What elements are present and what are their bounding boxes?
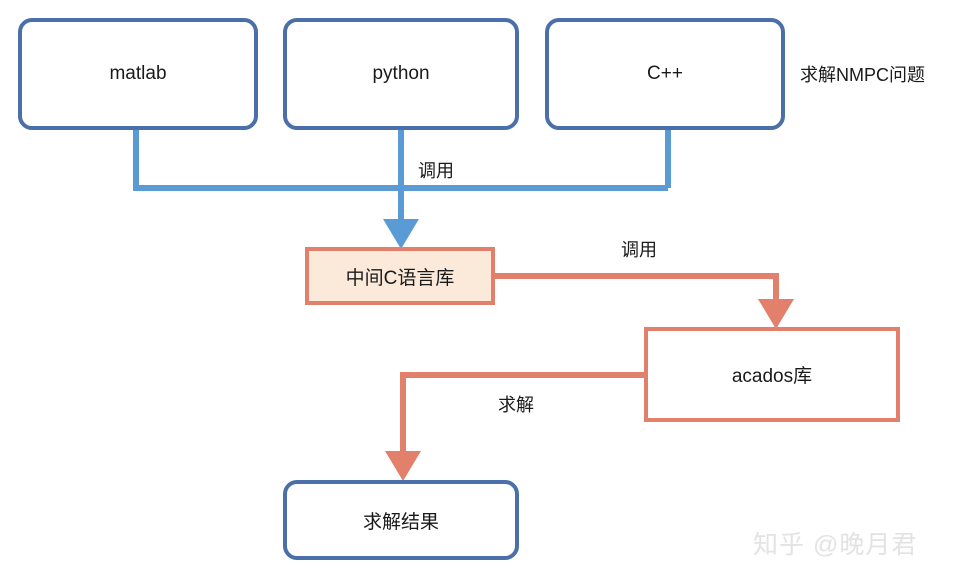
node-python-label: python xyxy=(372,63,430,84)
node-matlab-label: matlab xyxy=(109,63,167,84)
arrowhead-to-clib xyxy=(383,219,419,249)
node-cpp-label: C++ xyxy=(647,63,683,84)
edge-languages-to-clib xyxy=(133,130,671,233)
node-matlab[interactable]: matlab xyxy=(18,18,258,130)
edge-label-call-languages: 调用 xyxy=(418,161,454,181)
node-intermediate-c-library[interactable]: 中间C语言库 xyxy=(305,247,495,305)
arrowhead-to-acados xyxy=(758,299,794,329)
node-python[interactable]: python xyxy=(283,18,519,130)
node-acados-library-label: acados库 xyxy=(731,366,813,387)
node-solve-result-label: 求解结果 xyxy=(362,511,439,533)
arrowhead-to-result xyxy=(385,451,421,481)
node-cpp[interactable]: C++ xyxy=(545,18,785,130)
node-intermediate-c-library-label: 中间C语言库 xyxy=(345,267,455,289)
side-note-nmpc: 求解NMPC问题 xyxy=(800,65,925,85)
watermark: 知乎 @晚月君 xyxy=(753,531,918,559)
node-acados-library[interactable]: acados库 xyxy=(644,327,900,422)
node-solve-result[interactable]: 求解结果 xyxy=(283,480,519,560)
edge-label-solve: 求解 xyxy=(498,395,534,415)
edge-clib-to-acados xyxy=(495,273,779,312)
edge-label-call-acados: 调用 xyxy=(621,240,657,260)
edge-acados-to-result xyxy=(400,372,644,464)
